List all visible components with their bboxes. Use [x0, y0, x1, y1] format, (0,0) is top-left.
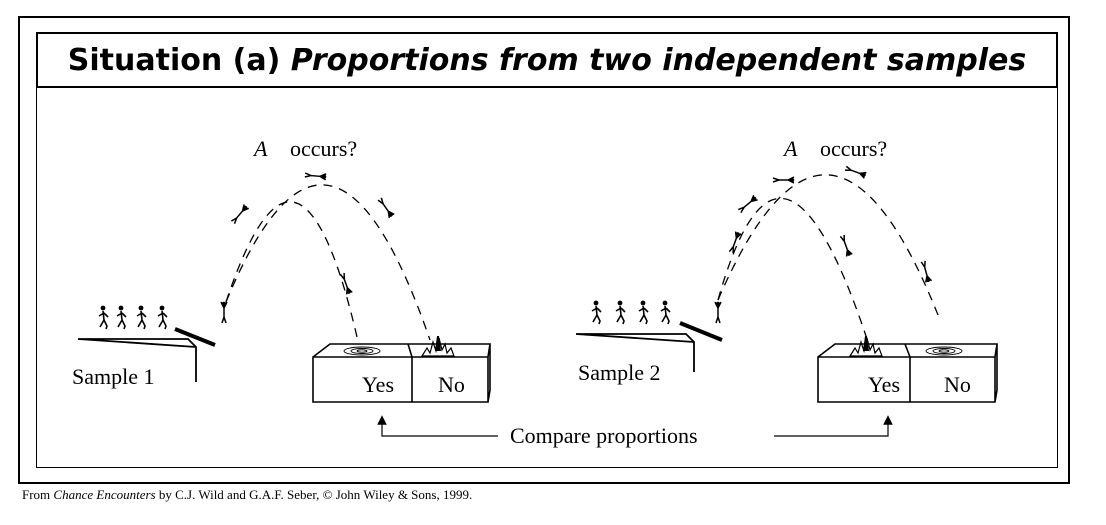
sample-2-label: Sample 2 — [578, 360, 661, 385]
trajectory-no-1 — [225, 184, 431, 341]
attribution-rest: by C.J. Wild and G.A.F. Seber, © John Wi… — [155, 487, 473, 502]
bin-2-yes-label: Yes — [868, 372, 900, 397]
bin-2-no-label: No — [944, 372, 971, 397]
diver-icon — [919, 259, 933, 284]
compare-connector: Compare proportions — [377, 415, 893, 448]
sample-2-group: Sample 2 A occurs? Yes No — [575, 136, 998, 403]
title-prefix: Situation (a) — [67, 42, 291, 78]
compare-arrow-left — [377, 415, 498, 437]
event-text-2: occurs? — [820, 136, 887, 161]
diver-icon — [338, 271, 354, 296]
compare-arrow-right — [774, 415, 893, 437]
diver-icon — [714, 300, 722, 324]
event-letter-1: A — [252, 136, 268, 161]
attribution-book: Chance Encounters — [53, 487, 156, 502]
diver-icon — [229, 203, 250, 226]
diving-board-1 — [174, 327, 216, 347]
runner-icon — [116, 304, 127, 330]
diver-icon — [736, 194, 759, 215]
diver-icon — [838, 233, 854, 258]
title-box: Situation (a) Proportions from two indep… — [36, 32, 1058, 88]
bin-1-yes-label: Yes — [362, 372, 394, 397]
event-text-1: occurs? — [290, 136, 357, 161]
runner-icon — [638, 299, 649, 325]
illustration-box — [36, 88, 1058, 468]
attribution: From Chance Encounters by C.J. Wild and … — [22, 487, 472, 503]
bin-2-outline — [817, 343, 998, 403]
platform-1 — [77, 338, 197, 382]
diver-icon — [772, 176, 796, 184]
platform-2 — [575, 333, 695, 372]
runner-icon — [136, 304, 147, 330]
diver-icon — [376, 196, 396, 219]
runner-icon — [157, 304, 168, 330]
compare-label: Compare proportions — [510, 423, 698, 448]
runner-icon — [615, 299, 626, 325]
sample-1-group: Sample 1 A occurs? Yes No — [72, 136, 491, 403]
title-emphasis: Proportions from two independent samples — [290, 42, 1027, 78]
runner-icon — [98, 304, 109, 330]
attribution-prefix: From — [22, 487, 54, 502]
diver-icon — [220, 300, 228, 324]
bin-1-no-label: No — [438, 372, 465, 397]
event-letter-2: A — [782, 136, 798, 161]
figure-frame — [18, 16, 1070, 484]
trajectory-yes-1 — [225, 201, 361, 351]
runner-icon — [591, 299, 602, 325]
diver-icon — [304, 171, 328, 181]
figure-title: Situation (a) Proportions from two indep… — [68, 43, 1026, 78]
diver-icon — [843, 164, 868, 180]
runner-icon — [660, 299, 671, 325]
trajectory-no-2 — [717, 174, 941, 321]
trajectory-yes-2 — [717, 197, 867, 337]
bin-1-outline — [312, 343, 491, 403]
sample-1-label: Sample 1 — [72, 364, 155, 389]
diving-board-2 — [679, 321, 723, 342]
